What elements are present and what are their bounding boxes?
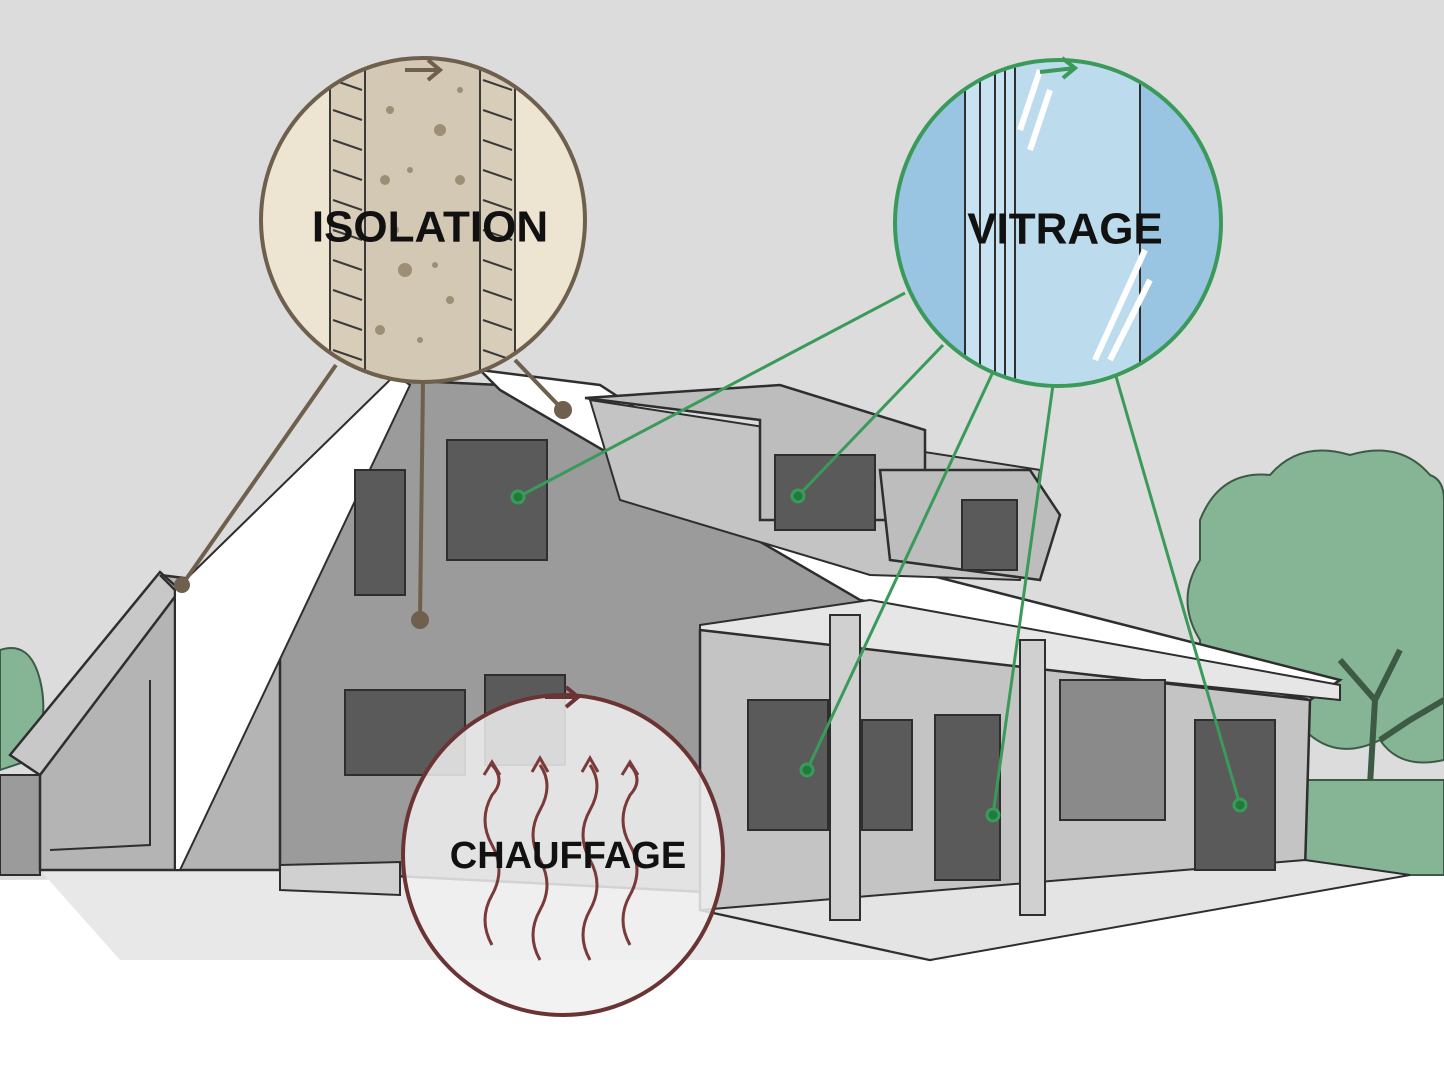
chauffage-label: CHAUFFAGE bbox=[450, 835, 686, 877]
window-porch-2 bbox=[861, 719, 913, 831]
door-right bbox=[1194, 719, 1276, 871]
isolation-label: ISOLATION bbox=[312, 203, 548, 252]
isolation-callout: ISOLATION bbox=[259, 56, 587, 384]
chauffage-circle bbox=[403, 695, 723, 1015]
isolation-leaders bbox=[174, 358, 572, 629]
vitrage-label: VITRAGE bbox=[967, 205, 1163, 254]
window-gable-right bbox=[446, 439, 548, 561]
window-dormer-2 bbox=[961, 499, 1018, 571]
vitrage-leaders bbox=[510, 291, 1248, 823]
chauffage-callout: CHAUFFAGE bbox=[401, 685, 725, 1017]
insulation-wall-section bbox=[329, 58, 516, 382]
window-gable-left bbox=[354, 469, 406, 596]
window-porch-wide bbox=[1059, 679, 1166, 821]
window-porch-1 bbox=[747, 699, 829, 831]
door-porch bbox=[934, 714, 1001, 881]
heat-waves bbox=[482, 754, 640, 961]
